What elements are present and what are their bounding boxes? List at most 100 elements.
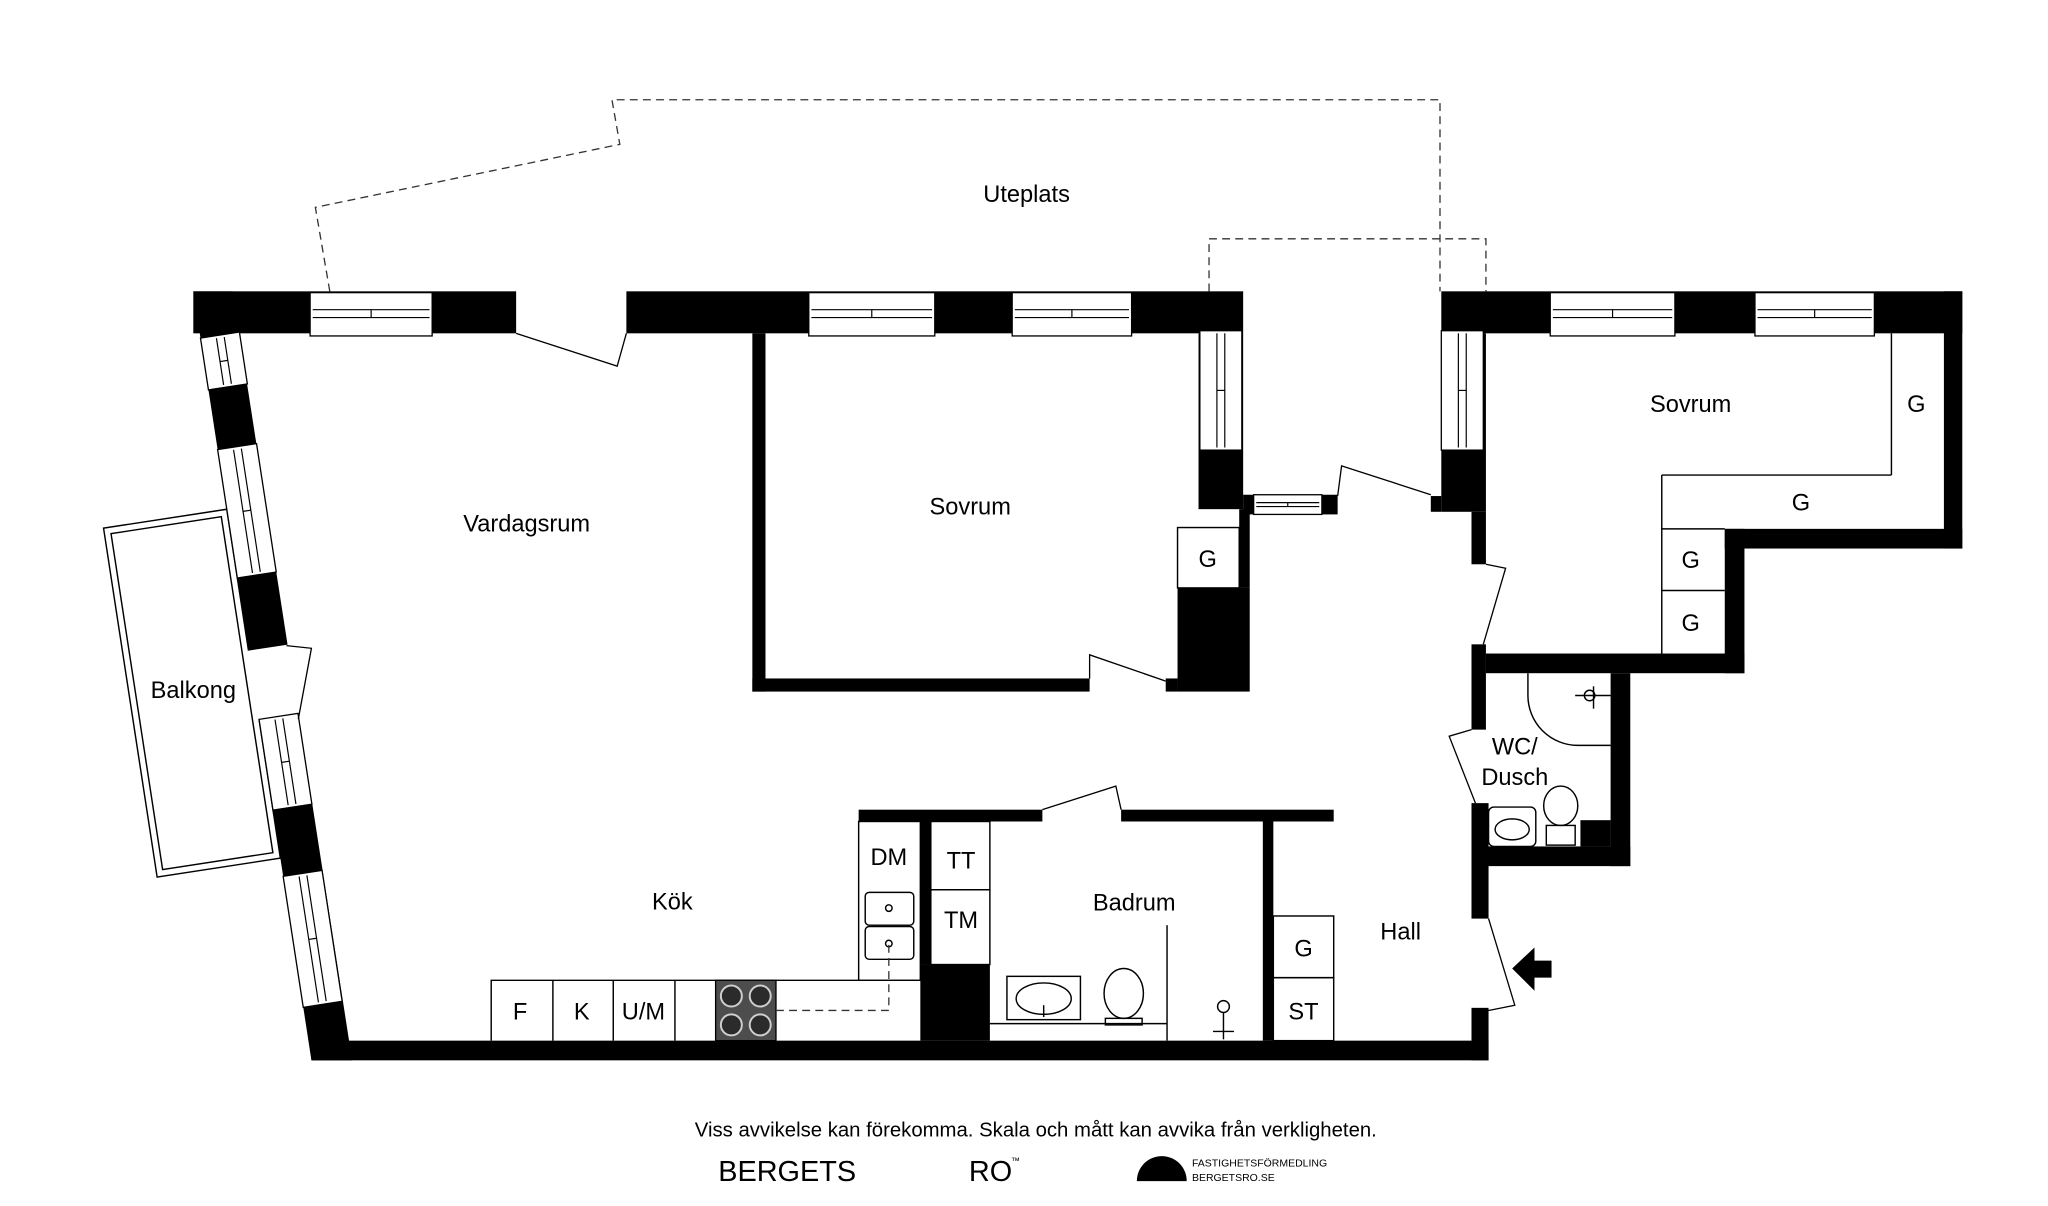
bathroom-fixtures	[989, 925, 1234, 1041]
label-sovrum-right: Sovrum	[1650, 392, 1731, 418]
door-swing-right-bedroom	[1482, 563, 1507, 645]
brand-trademark: ™	[1011, 1156, 1020, 1166]
wall-wc-shaft	[1580, 820, 1611, 847]
window	[199, 331, 249, 391]
sink-basin	[864, 891, 915, 926]
counter-dashed-line	[775, 939, 890, 1012]
window	[1549, 291, 1676, 337]
wall-right-outer	[1943, 291, 1963, 549]
uteplats-inner-outline	[1208, 238, 1487, 292]
wall-kitchen-top-left	[858, 809, 1043, 822]
brand-word-1: BERGETS	[718, 1156, 856, 1188]
label-closet-g: G	[1907, 392, 1925, 418]
fixture-labels: G G G G G G ST DM TT TM F K U/M	[513, 392, 1926, 1026]
door-swing-entrance	[1487, 918, 1516, 1012]
wall-bedroom-left	[752, 333, 766, 692]
window	[1011, 291, 1133, 337]
toilet-bowl	[1103, 967, 1145, 1020]
laundry-unit	[930, 820, 991, 966]
window	[258, 712, 313, 811]
washbasin	[1006, 975, 1082, 1021]
wall-wc-bottom	[1485, 846, 1631, 867]
wall-hall-right-1	[1471, 511, 1486, 565]
door-swing-bedroom	[1088, 653, 1166, 682]
wall-hall-right-3	[1471, 803, 1489, 919]
window	[1440, 330, 1484, 451]
dome-logo-icon	[1136, 1156, 1187, 1182]
label-hall: Hall	[1380, 920, 1421, 946]
wall-wc-right	[1610, 673, 1631, 867]
closets	[1176, 333, 1893, 1042]
wall-closet-block	[1177, 587, 1250, 692]
wall-top-right	[1441, 291, 1963, 334]
kitchen-fixtures	[490, 820, 991, 1042]
entrance-arrow-icon	[1512, 947, 1552, 991]
label-closet-g: G	[1681, 611, 1699, 637]
closet-bedroom	[1176, 526, 1240, 589]
wall-wc-top	[1485, 653, 1745, 674]
label-closet-g: G	[1792, 490, 1810, 516]
wall-bedroom-bottom-right	[1165, 678, 1178, 692]
brand-website: BERGETSRO.SE	[1192, 1173, 1275, 1184]
shower-head-icon	[1575, 686, 1611, 709]
wall-closet-side	[1239, 509, 1250, 588]
burner-icon	[748, 984, 772, 1008]
label-wc-line1: WC/	[1492, 735, 1538, 761]
sink-basin	[864, 925, 915, 961]
brand-logo: BERGETS RO ™ FASTIGHETSFÖRMEDLING BERGET…	[718, 1156, 1327, 1188]
wall-bath-hall-divider	[1262, 821, 1274, 1041]
label-k: K	[574, 1000, 590, 1026]
dishwasher-sink-unit	[857, 820, 922, 982]
toilet-tank	[1104, 1017, 1143, 1026]
wall-step-horizontal	[1724, 528, 1963, 549]
wc-fixtures	[1487, 673, 1611, 848]
label-kok: Kök	[652, 889, 693, 915]
wc-toilet-tank	[1545, 824, 1576, 846]
door-swing-patio-living	[515, 332, 628, 367]
label-dm: DM	[870, 845, 907, 871]
burner-icon	[719, 984, 743, 1008]
closet-hall-st	[1272, 976, 1335, 1042]
burner-icon	[719, 1013, 743, 1037]
balcony-door-opening	[247, 644, 300, 720]
window	[1199, 330, 1243, 451]
door-swing-balcony	[286, 644, 313, 720]
balcony-inner-rail	[110, 515, 274, 871]
wall-laundry-block	[920, 964, 990, 1041]
window	[1754, 291, 1876, 337]
label-tm: TM	[944, 908, 978, 934]
wall-kitchen-top-right	[1121, 809, 1334, 822]
label-closet-g: G	[1199, 547, 1217, 573]
wall-bedroom-bottom	[752, 678, 1090, 692]
uteplats-outline	[314, 99, 1441, 292]
room-labels: Uteplats Vardagsrum Sovrum Sovrum Balkon…	[151, 182, 1732, 946]
window	[808, 291, 936, 337]
window	[309, 291, 433, 337]
window	[282, 869, 343, 1009]
wall-bottom	[311, 1040, 1489, 1061]
brand-tagline: FASTIGHETSFÖRMEDLING	[1192, 1158, 1327, 1170]
label-badrum: Badrum	[1093, 891, 1176, 917]
door-swing-corridor	[1336, 464, 1432, 497]
window	[216, 442, 277, 579]
wall-segment	[1430, 496, 1442, 512]
label-tt: TT	[947, 849, 976, 875]
label-vardagsrum: Vardagsrum	[463, 511, 590, 537]
label-sovrum-middle: Sovrum	[930, 494, 1011, 520]
door-swing-wc	[1448, 729, 1477, 804]
door-swing-bathroom	[1042, 785, 1122, 811]
label-um: U/M	[622, 1000, 665, 1026]
disclaimer-text: Viss avvikelse kan förekomma. Skala och …	[695, 1119, 1377, 1141]
burner-icon	[748, 1013, 772, 1037]
label-closet-g: G	[1294, 937, 1312, 963]
label-f: F	[513, 1000, 527, 1026]
shower-enclosure	[1527, 673, 1611, 747]
label-wc-line2: Dusch	[1481, 765, 1548, 791]
window-small	[1252, 494, 1323, 516]
doors	[286, 332, 1516, 1012]
label-balkong: Balkong	[151, 678, 236, 704]
wc-washbasin	[1487, 806, 1537, 848]
wc-washbasin-bowl	[1494, 818, 1530, 841]
brand-word-2: RO	[969, 1156, 1012, 1188]
wall-hall-right-2	[1471, 644, 1486, 730]
